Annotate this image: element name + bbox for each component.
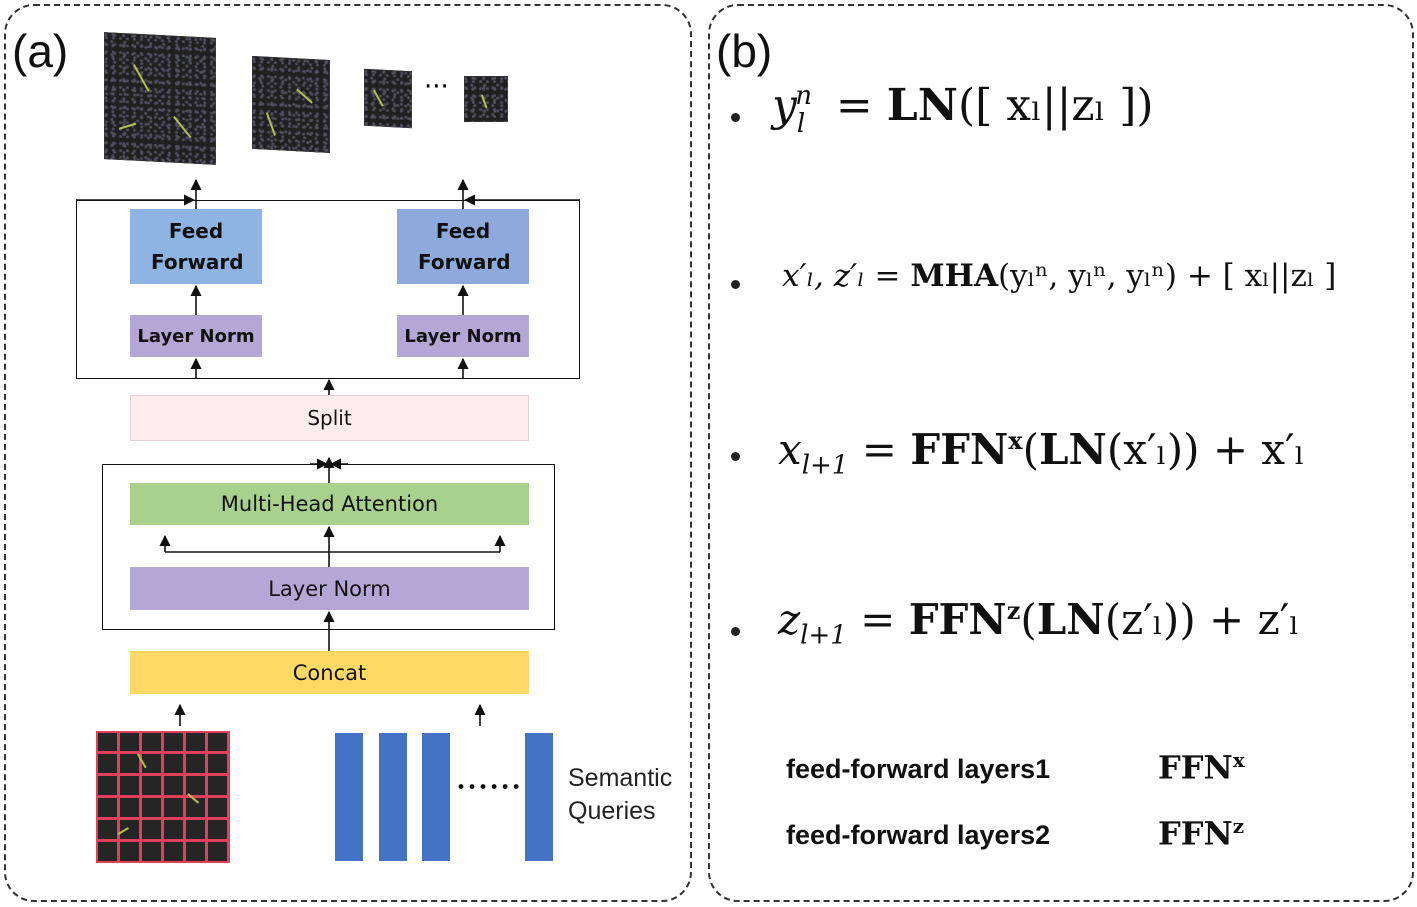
feature-map-thumbnail [464, 76, 508, 122]
equation-3: xl+1 = FFNx(LN(x′ₗ)) + x′ₗ [778, 425, 1305, 481]
semantic-query-bar [335, 733, 363, 861]
legend-text-2: feed-forward layers2 [786, 820, 1051, 850]
queries-dots: •••••• [456, 778, 523, 798]
multi-head-attention-box: Multi-Head Attention [130, 483, 529, 525]
concat-box: Concat [130, 651, 529, 694]
feature-map-thumbnail [104, 32, 216, 165]
semantic-query-bar [379, 733, 407, 861]
panel-b [708, 4, 1414, 902]
bullet-icon [731, 113, 740, 122]
feed-forward-left: Feed Forward [130, 209, 262, 284]
equation-1: yln = LN([ xₗ||zₗ ]) [772, 80, 1154, 139]
layer-norm-left: Layer Norm [130, 315, 262, 357]
ellipsis: ··· [424, 72, 449, 102]
bullet-icon [731, 280, 740, 289]
feed-forward-right: Feed Forward [397, 209, 529, 284]
equation-4: zl+1 = FFNz(LN(z′ₗ)) + z′ₗ [778, 595, 1300, 651]
semantic-query-bar [422, 733, 450, 861]
ffn-branches-frame [76, 200, 580, 379]
feature-map-thumbnail [252, 55, 330, 154]
panel-b-label: (b) [716, 25, 773, 77]
equation-2: x′ₗ, z′ₗ = MHA(yₗⁿ, yₗⁿ, yₗⁿ) + [ xₗ||zₗ… [782, 258, 1337, 294]
panel-a [4, 4, 692, 902]
legend-symbol-1: FFNx [1158, 748, 1245, 787]
bullet-icon [731, 627, 740, 636]
semantic-query-bar [525, 733, 553, 861]
feature-map-thumbnail [364, 68, 412, 129]
legend-symbol-2: FFNz [1158, 814, 1245, 853]
image-patch-grid [96, 731, 230, 863]
layer-norm-right: Layer Norm [397, 315, 529, 357]
legend-text-1: feed-forward layers1 [786, 754, 1051, 784]
semantic-queries-label: Semantic Queries [568, 764, 673, 825]
bullet-icon [731, 452, 740, 461]
split-box: Split [130, 395, 529, 441]
layer-norm-box: Layer Norm [130, 567, 529, 610]
panel-a-label: (a) [12, 25, 69, 77]
